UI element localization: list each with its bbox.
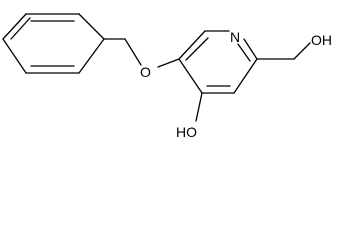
- benzene-bond-2: [78, 13, 105, 40]
- c4-oh-bond: [195, 92, 203, 122]
- ring-nitrogen-label: N: [230, 29, 240, 45]
- pyridine-double-bond-n-c2: [237, 43, 251, 62]
- pyridine-bond-c5-c6: [178, 30, 206, 60]
- pyridine-ring: [178, 30, 258, 94]
- hydroxymethyl-oh-label: OH: [311, 32, 332, 48]
- pyridine-bond-c4-c5: [178, 58, 203, 94]
- pyridine-double-bond-c5-c6: [185, 37, 209, 61]
- benzene-bond-3: [78, 38, 105, 74]
- benzene-bond-6: [2, 13, 27, 40]
- molecule-drawing: N O HO OH: [2, 13, 332, 140]
- benzene-ring: [2, 13, 105, 74]
- benzene-double-bond-left: [10, 17, 31, 40]
- pyridine-bond-c2-c3: [233, 58, 258, 94]
- ether-oxygen-label: O: [140, 64, 151, 80]
- structure-canvas: N O HO OH: [2, 13, 332, 140]
- benzene-bond-5: [2, 38, 27, 74]
- ch2-o-bond: [124, 38, 142, 66]
- o-ring-bond: [157, 58, 180, 68]
- ch2-oh-bond: [293, 42, 311, 60]
- pyridine-bond-n-c2: [243, 38, 258, 60]
- hydroxyl-label: HO: [176, 124, 197, 140]
